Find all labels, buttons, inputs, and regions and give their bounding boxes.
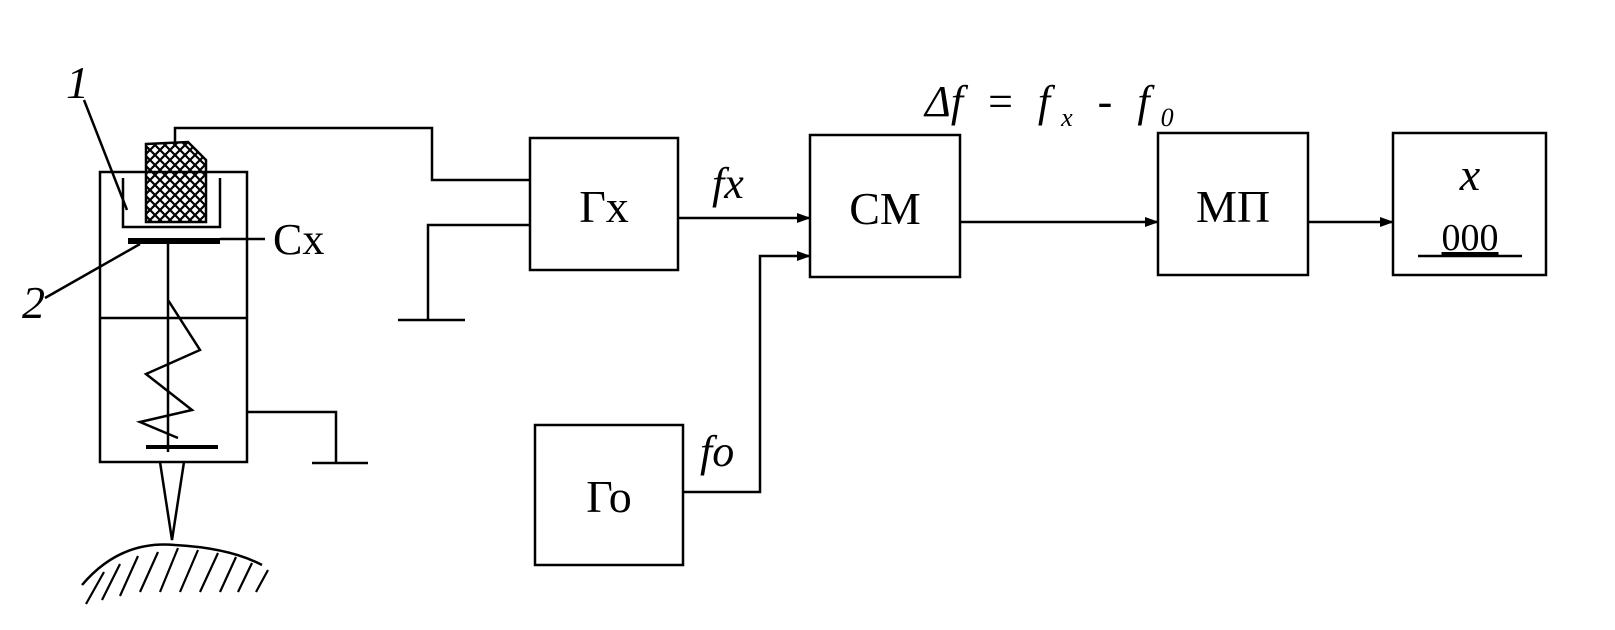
formula-minus: - (1098, 77, 1113, 126)
label-1: 1 (66, 57, 89, 108)
block-sm (808, 133, 962, 279)
label-1-leader (82, 99, 129, 211)
block-sm-label: СМ (849, 183, 921, 234)
label-2: 2 (22, 277, 45, 328)
wire-go-to-sm (683, 251, 811, 494)
formula-delta: Δf (923, 77, 969, 126)
sensor-spring (135, 299, 202, 440)
workpiece-hatch (85, 547, 269, 605)
formula-fx-sub: x (1060, 103, 1073, 132)
workpiece-surface (81, 543, 263, 586)
block-mp-label: МП (1196, 181, 1270, 232)
wire-ground-to-gx (426, 223, 530, 320)
sensor-probe-tip (158, 461, 186, 541)
wire-electrode-to-gx (173, 126, 530, 182)
display-variable: x (1459, 149, 1481, 200)
label-capacitor: Сх (273, 215, 324, 264)
signal-fx-label: fx (712, 159, 744, 208)
block-mp (1156, 131, 1310, 277)
formula-fo-sub: 0 (1161, 103, 1174, 132)
display-value: 000 (1442, 217, 1499, 259)
block-display (1391, 131, 1548, 277)
sensor-plate-2 (128, 238, 220, 244)
formula-fo-base: f (1137, 77, 1155, 126)
sensor-electrode-1 (144, 140, 208, 224)
signal-fo-label: fo (700, 427, 734, 476)
block-go-label: Го (586, 471, 632, 522)
svg-text:Δf = f x: Δf = f x - f 0 (923, 77, 1174, 136)
sensor (44, 99, 368, 605)
block-gx-label: Гх (579, 181, 629, 232)
formula-fx-base: f (1038, 77, 1056, 126)
formula-equals: = (988, 77, 1013, 126)
block-go (533, 423, 685, 567)
block-gx (528, 136, 680, 272)
label-2-leader (44, 242, 141, 300)
housing-ground-wire (247, 410, 338, 462)
frequency-difference-formula: Δf = f x - f 0 (923, 77, 1174, 136)
